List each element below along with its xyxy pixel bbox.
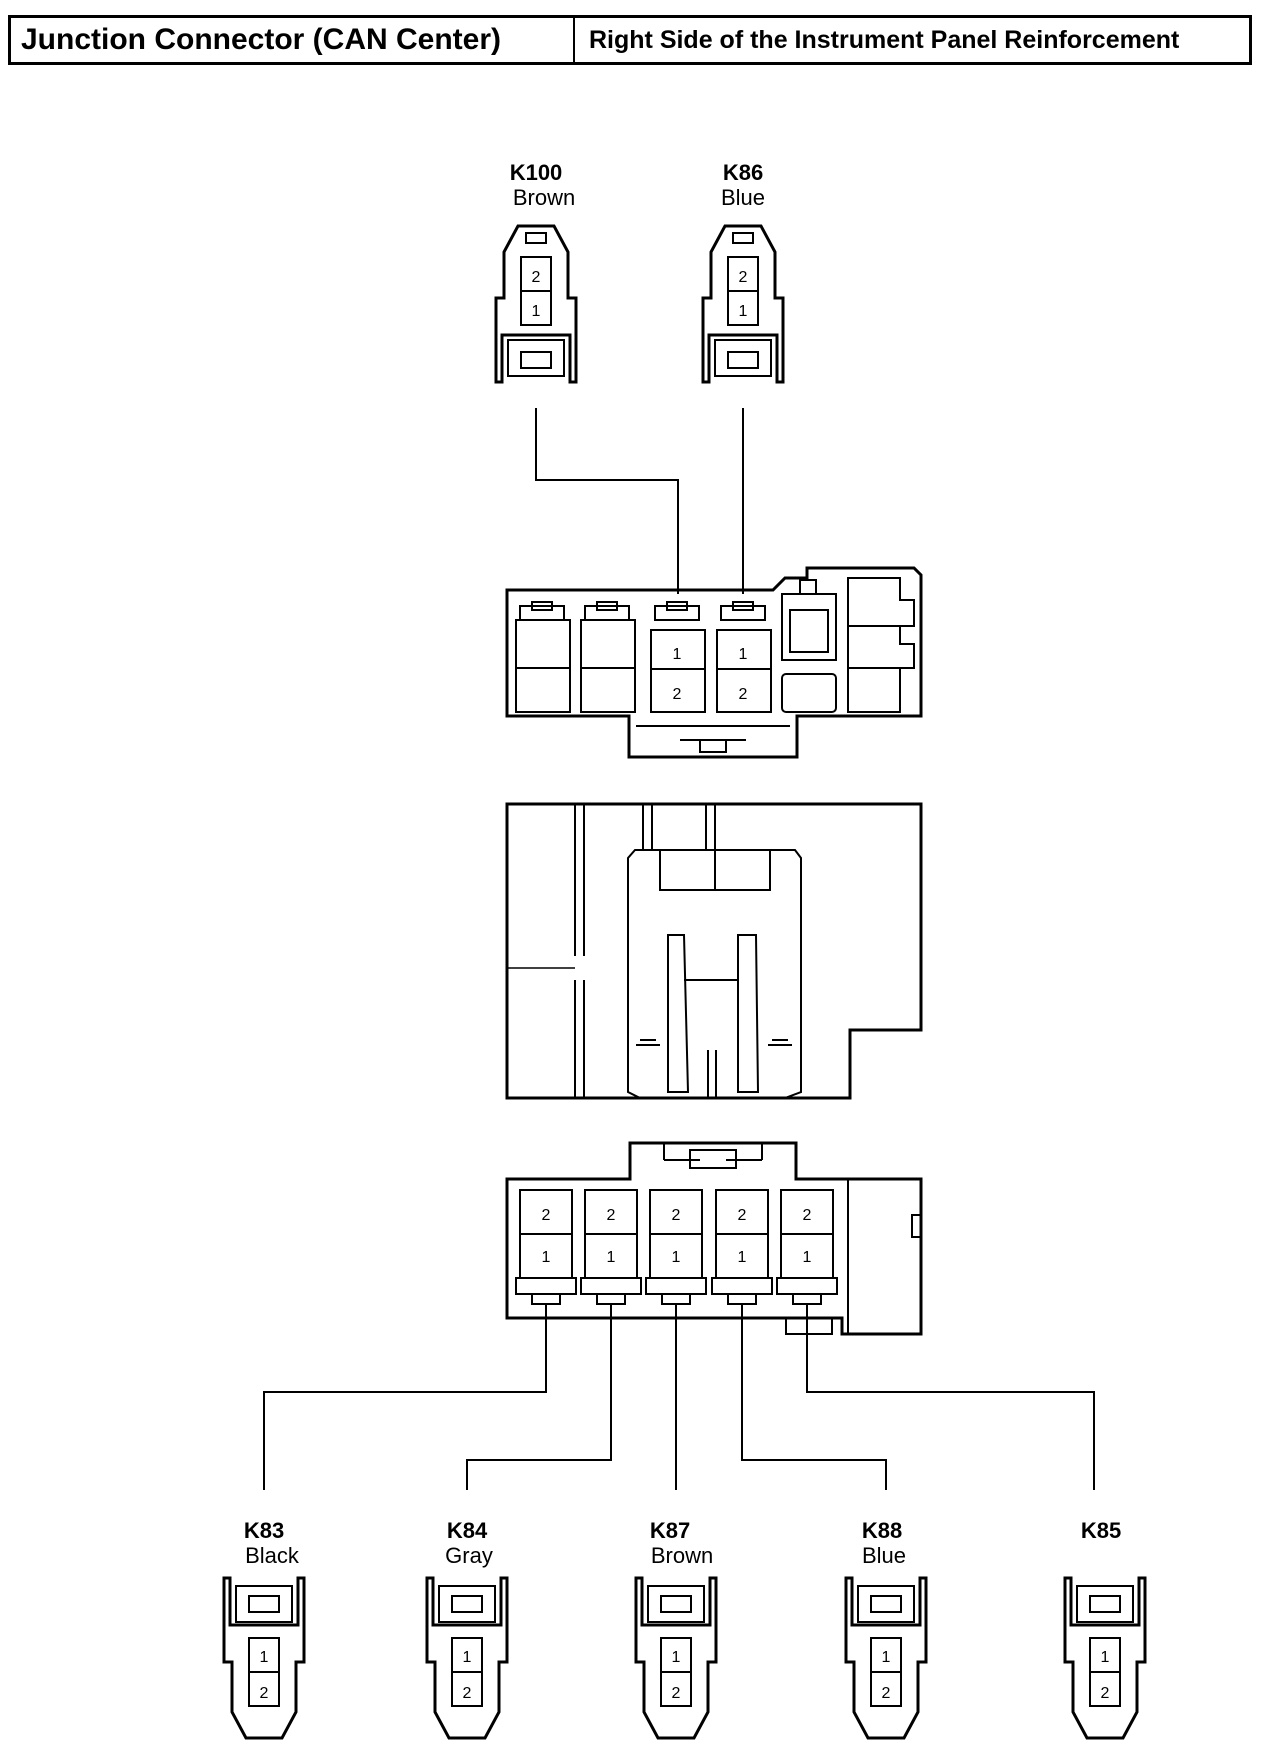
wire-k84: [466, 1304, 612, 1490]
upper-junction-block: 1 2 1 2: [505, 566, 923, 759]
pin-label: 1: [673, 646, 682, 663]
connector-title: Junction Connector (CAN Center): [11, 18, 575, 62]
connector-k88-id: K88: [862, 1518, 902, 1543]
pin-label: 1: [532, 303, 541, 320]
cavity: [580, 601, 636, 713]
location-title: Right Side of the Instrument Panel Reinf…: [589, 25, 1180, 54]
connector-k83: K83 Black 1 2: [222, 1518, 306, 1740]
pin-label: 2: [672, 1207, 681, 1224]
wire-k85: [806, 1304, 1095, 1490]
pin-label: 1: [1101, 1649, 1110, 1666]
connector-k86: K86 Blue 2 1: [701, 160, 785, 384]
connector-k83-id: K83: [244, 1518, 284, 1543]
pin-label: 1: [882, 1649, 891, 1666]
connector-k87-color: Brown: [651, 1543, 713, 1568]
header-bar: Junction Connector (CAN Center) Right Si…: [8, 15, 1252, 65]
pin-label: 2: [739, 686, 748, 703]
pin-label: 1: [463, 1649, 472, 1666]
pin-label: 2: [260, 1685, 269, 1702]
lower-junction-block: 2 1 2 1 2 1 2 1: [505, 1141, 923, 1336]
pin-label: 2: [542, 1207, 551, 1224]
connector-k100: K100 Brown 2 1: [494, 160, 578, 384]
wire-k100: [535, 408, 679, 594]
connector-k84-id: K84: [447, 1518, 488, 1543]
pin-label: 2: [1101, 1685, 1110, 1702]
pin-label: 2: [463, 1685, 472, 1702]
wire-k88: [741, 1304, 887, 1490]
connector-k84: K84 Gray 1 2: [425, 1518, 509, 1740]
connector-k87-id: K87: [650, 1518, 690, 1543]
connector-k100-id: K100: [510, 160, 563, 185]
pin-label: 1: [738, 1249, 747, 1266]
pin-label: 2: [803, 1207, 812, 1224]
connector-k87: K87 Brown 1 2: [634, 1518, 718, 1740]
pin-label: 2: [673, 686, 682, 703]
pin-label: 2: [739, 269, 748, 286]
pin-label: 2: [672, 1685, 681, 1702]
connector-k86-color: Blue: [721, 185, 765, 210]
pin-label: 2: [607, 1207, 616, 1224]
cavity: 2 1: [776, 1189, 838, 1305]
connector-k85-id: K85: [1081, 1518, 1121, 1543]
pin-label: 1: [260, 1649, 269, 1666]
pin-label: 1: [672, 1649, 681, 1666]
pin-label: 2: [882, 1685, 891, 1702]
cavity: [515, 601, 571, 713]
cavity: 2 1: [515, 1189, 577, 1305]
cavity: 1 2: [650, 601, 706, 713]
middle-junction-block: [505, 802, 923, 1100]
connector-k100-color: Brown: [513, 185, 575, 210]
pin-label: 2: [532, 269, 541, 286]
pin-label: 1: [739, 646, 748, 663]
cavity: 2 1: [711, 1189, 773, 1305]
connector-k83-color: Black: [245, 1543, 300, 1568]
pin-label: 1: [542, 1249, 551, 1266]
cavity: 2 1: [580, 1189, 642, 1305]
pin-label: 1: [672, 1249, 681, 1266]
pin-label: 1: [739, 303, 748, 320]
cavity: 1 2: [716, 601, 772, 713]
connector-k86-id: K86: [723, 160, 763, 185]
pin-label: 1: [607, 1249, 616, 1266]
pin-label: 2: [738, 1207, 747, 1224]
cavity: 2 1: [645, 1189, 707, 1305]
connector-k88-color: Blue: [862, 1543, 906, 1568]
connector-k85: K85 1 2: [1063, 1518, 1147, 1740]
wire-k83: [263, 1304, 547, 1490]
connector-k88: K88 Blue 1 2: [844, 1518, 928, 1740]
connector-k84-color: Gray: [445, 1543, 493, 1568]
pin-label: 1: [803, 1249, 812, 1266]
